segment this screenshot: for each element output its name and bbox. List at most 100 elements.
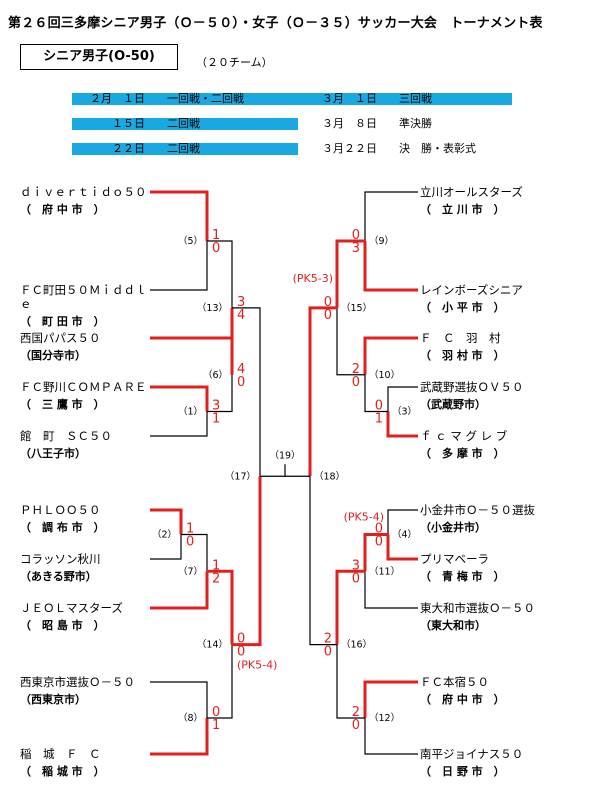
team-name: 西国パパス５０ bbox=[20, 331, 101, 345]
match-number: （1） bbox=[178, 406, 203, 418]
match-score: 0 bbox=[352, 571, 360, 586]
match-score: 0 bbox=[352, 228, 360, 243]
team-entry: ＪＥＯＬマスターズ（ 昭 島 市 ） bbox=[20, 601, 150, 633]
team-locale: （ 小 平 市 ） bbox=[420, 301, 505, 314]
team-name: コラッソン秋川 bbox=[20, 552, 101, 566]
schedule-right: ３月２２日 決 勝・表彰式 bbox=[322, 142, 476, 155]
bracket-line bbox=[387, 509, 418, 535]
bracket-line bbox=[207, 569, 234, 645]
bracket-line bbox=[150, 534, 182, 560]
team-locale: （ 府 中 市 ） bbox=[420, 693, 505, 706]
bracket-line bbox=[364, 718, 418, 755]
match-score: 0 bbox=[324, 308, 332, 323]
match-score: 1 bbox=[212, 228, 220, 243]
team-entry: 南平ジョイナス５０（ 日 野 市 ） bbox=[420, 747, 550, 779]
match-score: 3 bbox=[212, 399, 220, 414]
bracket-line bbox=[207, 644, 233, 719]
match-number: （8） bbox=[178, 712, 203, 724]
team-locale: （東大和市） bbox=[420, 619, 486, 632]
team-locale: （ 町 田 市 ） bbox=[20, 315, 105, 328]
match-number: （3） bbox=[392, 406, 417, 418]
match-score: 1 bbox=[212, 412, 220, 427]
team-entry: 武蔵野選抜ＯＶ５０（武蔵野市） bbox=[420, 380, 550, 412]
match-score: 4 bbox=[237, 362, 245, 377]
team-entry: 稲 城 Ｆ Ｃ（ 稲 城 市 ） bbox=[20, 747, 150, 779]
match-number: （7） bbox=[178, 565, 203, 577]
match-score: 2 bbox=[324, 632, 332, 647]
match-score: 2 bbox=[352, 362, 360, 377]
team-name: 東大和市選抜Ｏ－５０ bbox=[420, 601, 535, 615]
bracket-line bbox=[386, 534, 418, 561]
bracket-line bbox=[364, 191, 418, 241]
bracket-line bbox=[181, 533, 208, 572]
team-entry: ＦＣ野川ＣＯＭＰＡＲＥ（ 三 鷹 市 ） bbox=[20, 380, 150, 412]
match-number: （14） bbox=[197, 639, 228, 651]
match-score: 0 bbox=[237, 645, 245, 660]
match-score: 0 bbox=[237, 375, 245, 390]
schedule-left: ２２日 二回戦 bbox=[112, 142, 200, 155]
team-name: 館 町 ＳＣ５０ bbox=[20, 429, 112, 443]
team-entry: 館 町 ＳＣ５０ （八王子市） bbox=[20, 429, 150, 461]
match-score: 0 bbox=[212, 241, 220, 256]
match-number: （2） bbox=[152, 529, 177, 541]
team-locale: （あきる野市） bbox=[20, 570, 97, 583]
bracket-line bbox=[150, 411, 208, 437]
team-entry: 小金井市Ｏ－５０選抜（小金井市） bbox=[420, 503, 550, 535]
match-number: （17） bbox=[225, 470, 256, 482]
bracket-line bbox=[335, 239, 365, 308]
team-count: （２０チーム） bbox=[196, 56, 273, 69]
bracket-line bbox=[335, 569, 365, 645]
schedule-left: １５日 二回戦 bbox=[112, 117, 200, 130]
team-entry: ｄｉｖｅｒｔｉｄｏ５０（ 府 中 市 ） bbox=[20, 185, 150, 217]
team-locale: （ 羽 村 市 ） bbox=[420, 349, 505, 362]
bracket-line bbox=[232, 476, 262, 647]
team-entry: ＰＨＬＯＯ５０（ 調 布 市 ） bbox=[20, 503, 150, 535]
team-locale: （国分寺市） bbox=[20, 349, 86, 362]
team-name: ＰＨＬＯＯ５０ bbox=[20, 503, 101, 517]
bracket-line bbox=[150, 508, 183, 535]
match-score: 3 bbox=[237, 295, 245, 310]
team-name: 稲 城 Ｆ Ｃ bbox=[20, 747, 101, 761]
team-entry: 東大和市選抜Ｏ－５０ （東大和市） bbox=[420, 601, 550, 633]
bracket-line bbox=[150, 681, 208, 718]
team-name: ＦＣ本宿５０ bbox=[420, 675, 489, 689]
team-entry: ＦＣ本宿５０ （ 府 中 市 ） bbox=[420, 675, 550, 707]
match-score: 2 bbox=[212, 571, 220, 586]
team-locale: （八王子市） bbox=[20, 447, 86, 460]
match-score: 0 bbox=[324, 295, 332, 310]
match-score: 0 bbox=[186, 535, 194, 550]
match-number: （10） bbox=[369, 369, 400, 381]
schedule-left: ２月 １日 一回戦・二回戦 bbox=[90, 92, 244, 105]
match-number: （18） bbox=[314, 470, 345, 482]
team-locale: （ 昭 島 市 ） bbox=[20, 619, 105, 632]
bracket-line bbox=[207, 240, 233, 308]
match-score: 0 bbox=[375, 522, 383, 537]
bracket-line bbox=[207, 374, 233, 413]
team-locale: （ 青 梅 市 ） bbox=[420, 570, 505, 583]
match-number: （19） bbox=[269, 449, 300, 461]
team-name: Ｆ Ｃ 羽 村 bbox=[420, 331, 501, 345]
match-number: （13） bbox=[197, 302, 228, 314]
team-entry: 立川オールスターズ（ 立 川 市 ） bbox=[420, 185, 550, 217]
bracket-line bbox=[309, 476, 337, 646]
pk-result: (PK5-3) bbox=[293, 272, 333, 285]
match-number: （6） bbox=[203, 369, 228, 381]
match-score: 1 bbox=[375, 412, 383, 427]
team-entry: 西国パパス５０ （国分寺市） bbox=[20, 331, 150, 363]
match-number: （15） bbox=[341, 302, 372, 314]
team-name: ｆ ｃ マ グ レ ブ bbox=[420, 429, 508, 443]
match-score: 3 bbox=[352, 241, 360, 256]
match-number: （16） bbox=[341, 639, 372, 651]
bracket-line bbox=[150, 385, 209, 412]
match-number: （5） bbox=[178, 235, 203, 247]
team-entry: ｆ ｃ マ グ レ ブ（ 多 摩 市 ） bbox=[420, 429, 550, 461]
match-score: 0 bbox=[375, 399, 383, 414]
bracket-line bbox=[232, 307, 261, 477]
match-score: 0 bbox=[324, 645, 332, 660]
team-entry: ＦＣ町田５０Ｍｉｄｄｌｅ（ 町 田 市 ） bbox=[20, 283, 150, 329]
team-locale: （ 三 鷹 市 ） bbox=[20, 398, 105, 411]
match-score: 3 bbox=[352, 558, 360, 573]
category-label: シニア男子(O-50) bbox=[20, 44, 178, 70]
bracket-line bbox=[363, 680, 418, 718]
match-score: 0 bbox=[237, 632, 245, 647]
